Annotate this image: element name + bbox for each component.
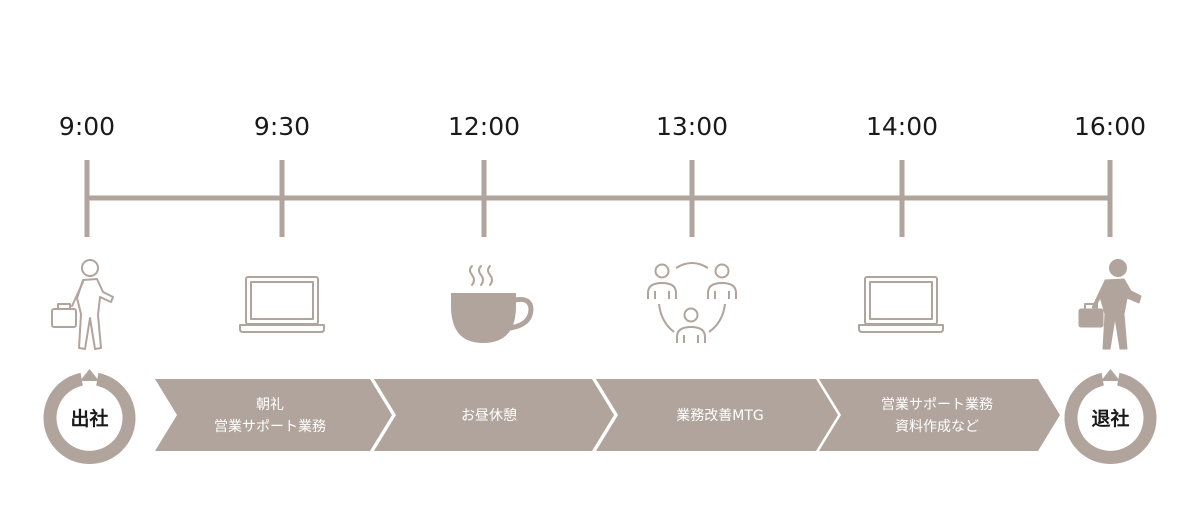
end-marker: 退社	[1064, 369, 1157, 465]
time-label-2: 9:30	[254, 112, 310, 141]
step-2-line-1: お昼休憩	[461, 407, 517, 424]
step-1-line-1: 朝礼	[256, 397, 284, 413]
time-label-6: 16:00	[1074, 112, 1146, 141]
step-4: 営業サポート業務 資料作成など	[819, 379, 1060, 451]
end-label: 退社	[1091, 407, 1129, 430]
walking-person-with-bag-icon	[1078, 259, 1142, 350]
time-labels: 9:00 9:30 12:00 13:00 14:00 16:00	[59, 112, 1146, 141]
time-label-3: 12:00	[448, 112, 520, 141]
start-marker: 出社	[43, 369, 136, 465]
step-3: 業務改善MTG	[596, 379, 838, 451]
time-label-4: 13:00	[656, 112, 728, 141]
step-4-line-2: 資料作成など	[895, 419, 979, 435]
time-label-5: 14:00	[866, 112, 938, 141]
timeline-axis	[84, 160, 1113, 237]
laptop-icon	[239, 276, 325, 333]
step-2: お昼休憩	[374, 379, 614, 451]
step-3-line-1: 業務改善MTG	[676, 408, 763, 424]
step-4-line-1: 営業サポート業務	[881, 397, 993, 413]
team-meeting-icon	[647, 262, 737, 343]
step-1: 朝礼 営業サポート業務	[155, 379, 392, 451]
laptop-icon	[858, 276, 944, 333]
walking-person-with-bag-icon	[51, 259, 114, 350]
step-chevrons: 朝礼 営業サポート業務 お昼休憩 業務改善MTG 営業サポート業務 資料作成など	[155, 379, 1060, 451]
coffee-cup-icon	[451, 265, 534, 343]
start-label: 出社	[70, 407, 108, 430]
step-1-line-2: 営業サポート業務	[214, 419, 326, 435]
time-label-1: 9:00	[59, 112, 115, 141]
